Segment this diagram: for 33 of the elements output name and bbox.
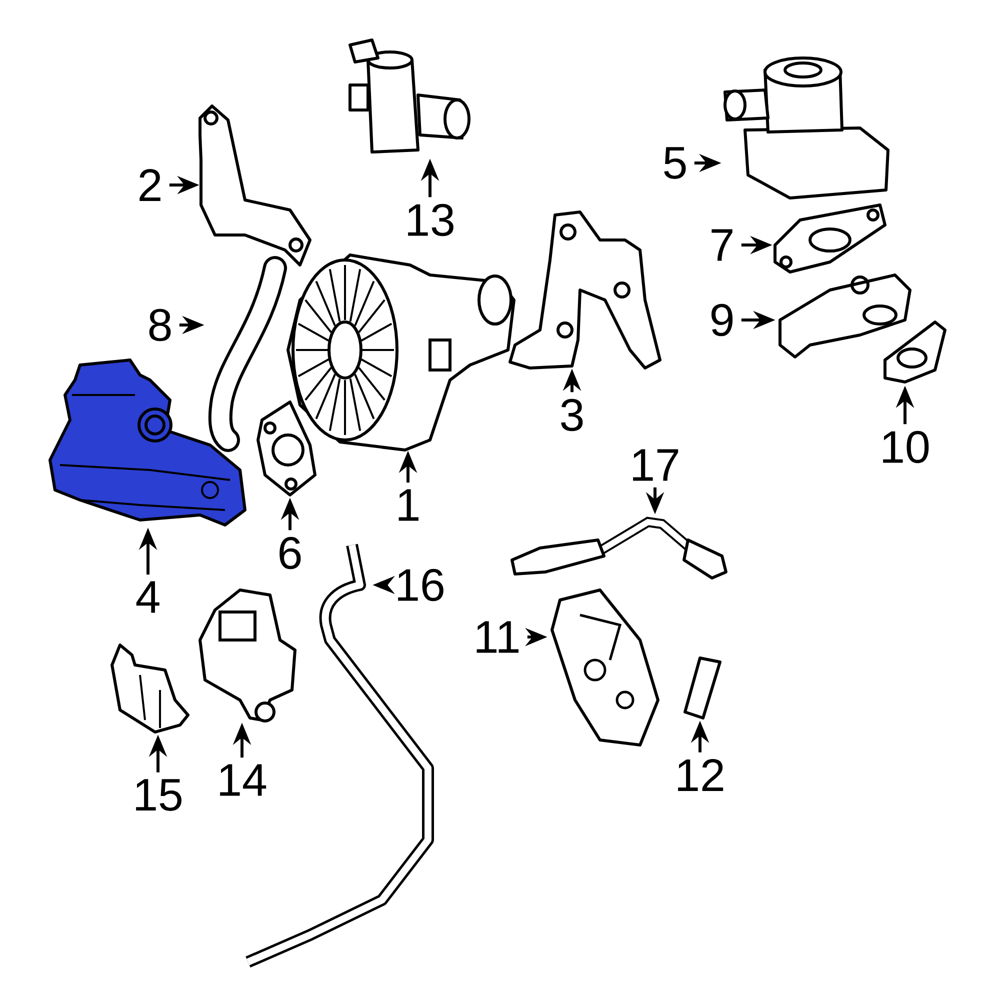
valve-drawing bbox=[48, 358, 246, 526]
callout-number: 7 bbox=[712, 229, 732, 261]
callout-number: 9 bbox=[711, 304, 733, 336]
callout-number: 16 bbox=[398, 568, 444, 602]
pump-drawing bbox=[286, 254, 516, 452]
valve-drawing bbox=[724, 56, 890, 200]
callout-number: 6 bbox=[280, 536, 301, 570]
callout-number: 17 bbox=[633, 449, 678, 481]
callout-number: 13 bbox=[408, 204, 454, 236]
bracket-drawing bbox=[508, 210, 662, 370]
callout-number: 1 bbox=[398, 489, 418, 521]
hose-drawing bbox=[208, 256, 287, 452]
gasket-drawing bbox=[256, 400, 316, 496]
heat-shield-drawing bbox=[550, 588, 660, 746]
callout-number: 2 bbox=[140, 169, 160, 201]
callout-number: 5 bbox=[664, 147, 686, 179]
callout-number: 4 bbox=[136, 581, 160, 613]
solenoid-drawing bbox=[198, 588, 296, 722]
gasket-drawing bbox=[884, 320, 946, 384]
sensor-drawing bbox=[510, 516, 728, 580]
valve-drawing bbox=[348, 38, 470, 154]
callout-number: 3 bbox=[561, 398, 583, 432]
gasket-drawing bbox=[774, 204, 886, 274]
callout-number: 14 bbox=[220, 764, 266, 796]
callout-number: 15 bbox=[136, 779, 182, 811]
callout-number: 11 bbox=[476, 621, 519, 653]
bracket-drawing bbox=[110, 644, 190, 734]
callout-number: 12 bbox=[678, 759, 724, 791]
callout-number: 8 bbox=[149, 308, 171, 342]
bracket-drawing bbox=[198, 104, 312, 266]
pipe-flange-drawing bbox=[778, 274, 912, 359]
callout-number: 10 bbox=[883, 430, 929, 464]
connector-drawing bbox=[684, 656, 722, 720]
